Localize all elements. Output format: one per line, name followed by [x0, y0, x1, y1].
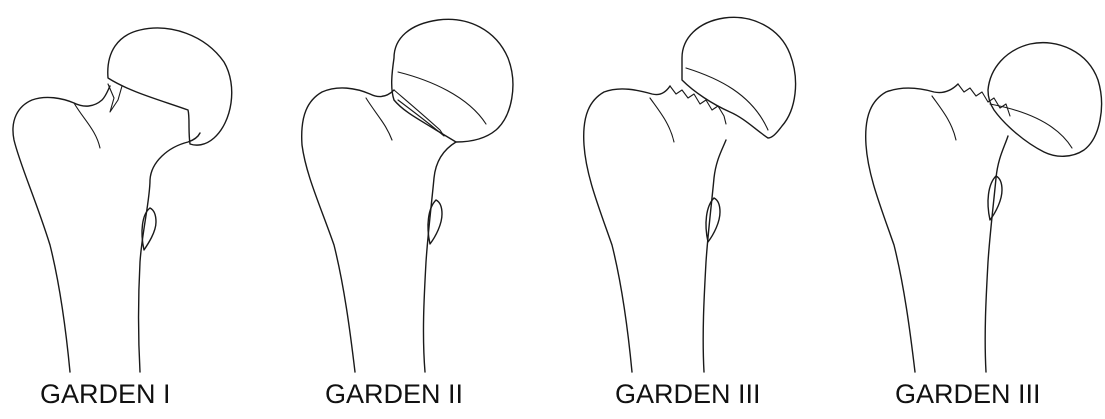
head-inner-contour: [686, 68, 768, 130]
femur-garden-4: [866, 43, 1102, 372]
greater-trochanter-line: [932, 96, 956, 140]
femoral-shaft-lateral-outline: [584, 86, 670, 372]
caption-garden-2: GARDEN II: [325, 377, 463, 411]
fracture-line: [108, 84, 122, 112]
femoral-head: [108, 28, 232, 145]
femoral-shaft-lateral-outline: [302, 88, 394, 372]
caption-garden-1: GARDEN I: [40, 377, 171, 411]
femoral-shaft-medial-outline: [139, 133, 201, 372]
greater-trochanter-line: [650, 98, 674, 142]
femur-garden-1: [13, 28, 232, 372]
fracture-line: [670, 86, 726, 124]
caption-garden-4: GARDEN III: [895, 377, 1041, 411]
head-inner-contour: [398, 72, 486, 124]
femoral-head: [392, 19, 513, 142]
caption-garden-3: GARDEN III: [615, 377, 761, 411]
greater-trochanter-line: [74, 103, 100, 148]
femoral-head: [988, 43, 1102, 157]
femoral-shaft-lateral-outline: [13, 86, 110, 372]
femur-garden-3: [584, 17, 796, 372]
fracture-line: [394, 90, 444, 136]
greater-trochanter-line: [366, 98, 392, 140]
femoral-head: [682, 17, 796, 138]
femoral-shaft-medial-outline: [423, 142, 456, 372]
femoral-shaft-medial-outline: [985, 136, 1008, 372]
head-inner-contour: [990, 104, 1072, 148]
femoral-shaft-lateral-outline: [866, 84, 958, 372]
fracture-line: [958, 84, 1010, 116]
femoral-shaft-medial-outline: [703, 140, 726, 372]
femur-garden-2: [302, 19, 513, 372]
